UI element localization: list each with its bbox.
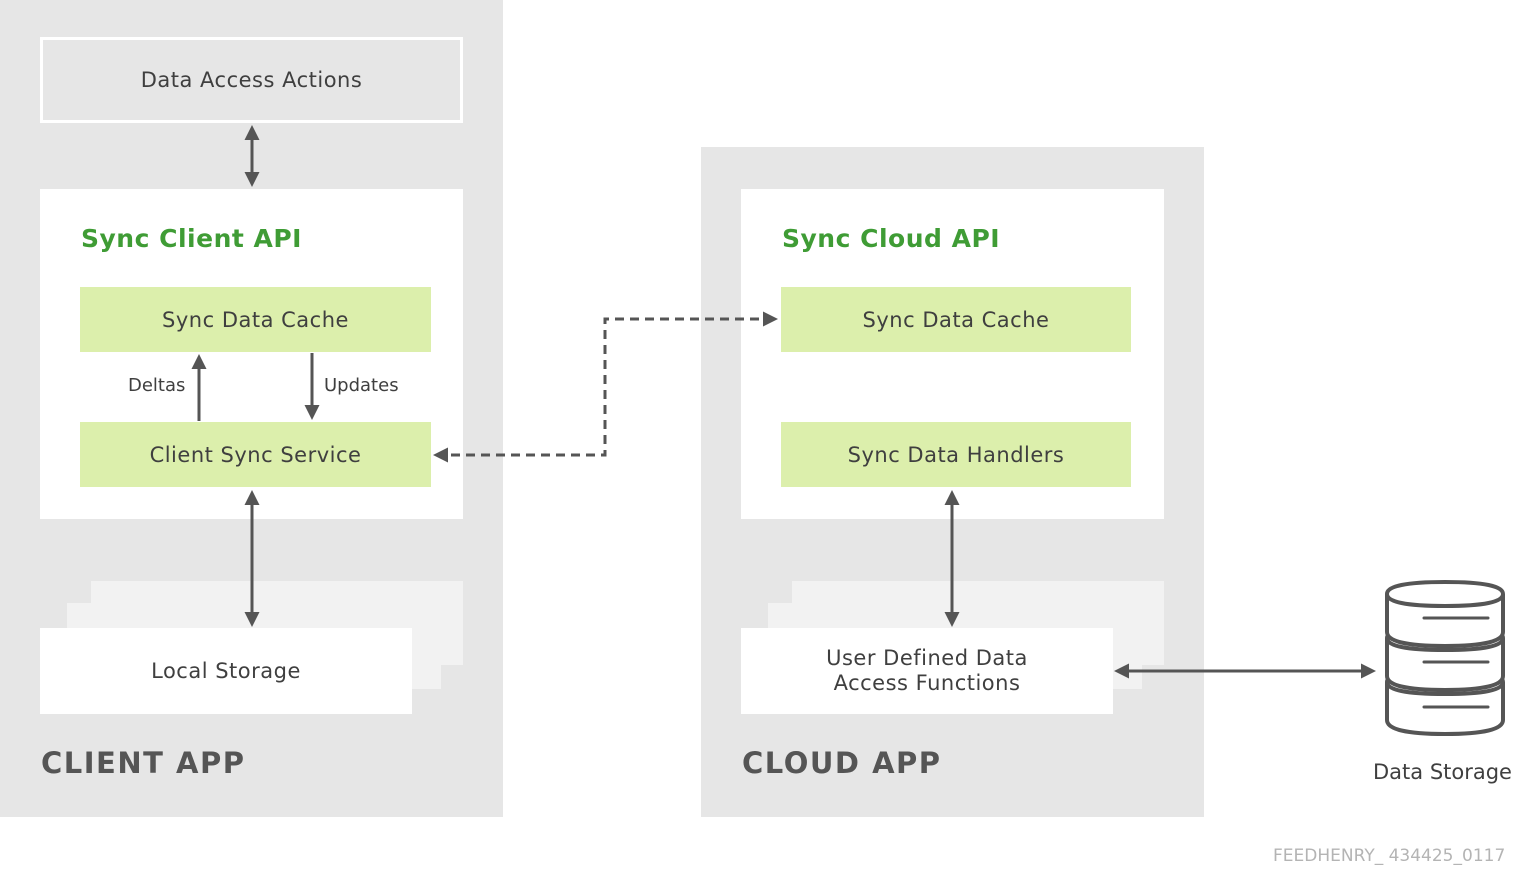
database-icon: [1384, 579, 1506, 740]
figure-id: FEEDHENRY_ 434425_0117: [1273, 846, 1506, 866]
local-storage-box: Local Storage: [40, 628, 412, 714]
client-sync-data-cache-box: Sync Data Cache: [80, 287, 431, 352]
sync-client-api-title: Sync Client API: [81, 224, 302, 253]
data-access-actions-box: Data Access Actions: [40, 37, 463, 123]
cloud-sync-data-cache-box: Sync Data Cache: [781, 287, 1131, 352]
cloud-app-title: CLOUD APP: [742, 746, 942, 780]
user-defined-functions-box: User Defined Data Access Functions: [741, 628, 1113, 714]
sync-cloud-api-title: Sync Cloud API: [782, 224, 1001, 253]
deltas-label: Deltas: [128, 375, 186, 396]
sync-data-handlers-box: Sync Data Handlers: [781, 422, 1131, 487]
user-defined-functions-line1: User Defined Data: [826, 646, 1028, 670]
sync-data-handlers-label: Sync Data Handlers: [847, 442, 1065, 467]
user-defined-functions-line2: Access Functions: [833, 671, 1021, 695]
client-sync-service-box: Client Sync Service: [80, 422, 431, 487]
sync-dashed-link: [433, 311, 778, 463]
local-storage-label: Local Storage: [151, 659, 301, 683]
client-app-title: CLIENT APP: [41, 746, 246, 780]
cloud-sync-data-cache-label: Sync Data Cache: [862, 307, 1050, 332]
data-access-actions-label: Data Access Actions: [140, 68, 363, 92]
updates-label: Updates: [324, 375, 399, 396]
client-sync-data-cache-label: Sync Data Cache: [162, 307, 349, 332]
data-storage-label: Data Storage: [1373, 760, 1512, 784]
client-sync-service-label: Client Sync Service: [149, 442, 362, 467]
